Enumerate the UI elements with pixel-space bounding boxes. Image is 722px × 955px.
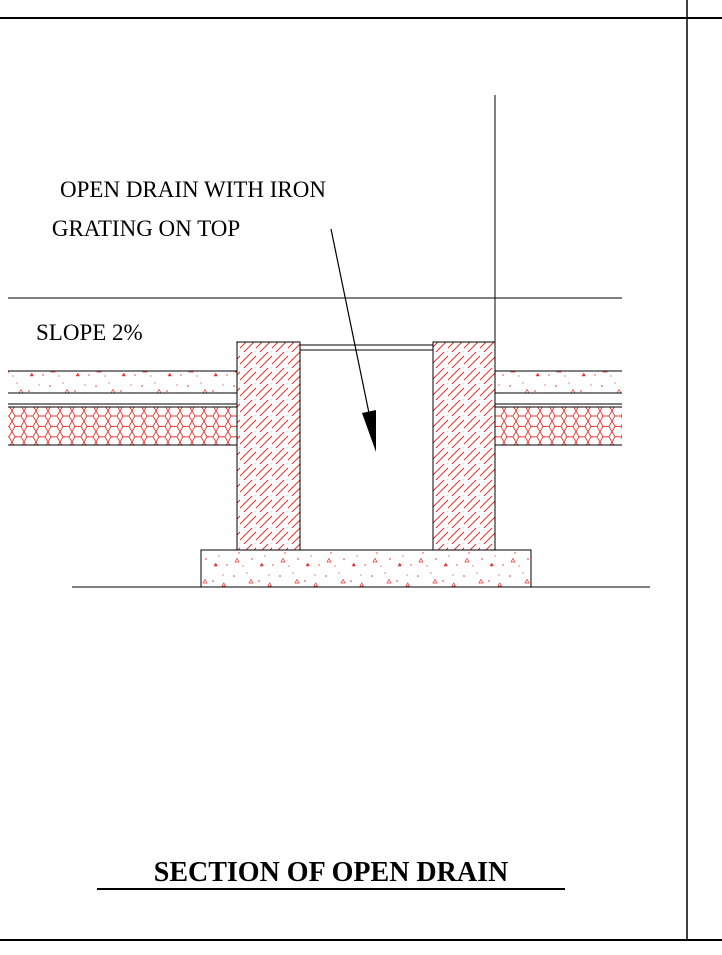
- callout-text-line2: GRATING ON TOP: [52, 216, 240, 241]
- pcc-base: [200, 549, 532, 588]
- callout-arrowhead: [362, 410, 376, 452]
- left-insulation-layer: [8, 407, 237, 445]
- right-insulation-layer: [495, 407, 622, 445]
- right-drain-wall: [432, 341, 496, 551]
- slope-label: SLOPE 2%: [36, 320, 143, 345]
- callout-text-line1: OPEN DRAIN WITH IRON: [60, 177, 326, 202]
- drawing-title: SECTION OF OPEN DRAIN: [154, 857, 508, 888]
- left-drain-wall: [236, 341, 301, 551]
- left-screed-layer: [8, 371, 237, 393]
- right-screed-layer: [495, 371, 622, 393]
- callout-leader-line: [330, 228, 371, 419]
